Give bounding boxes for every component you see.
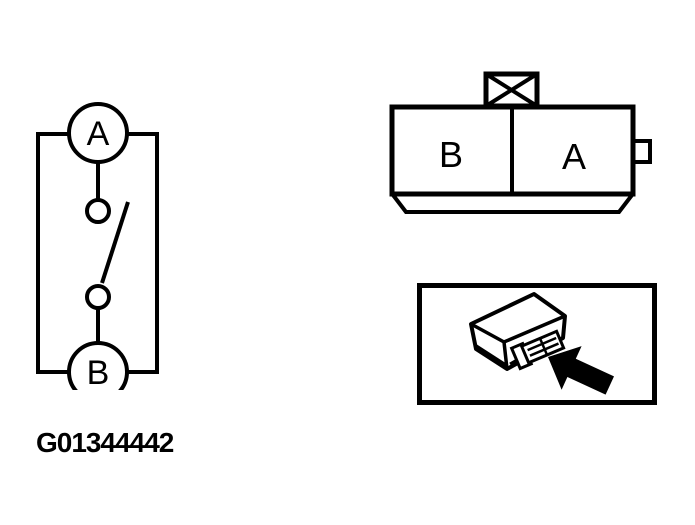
figure-id-label: G01344442 — [36, 427, 174, 458]
crossed-box-diagonal-2 — [484, 72, 539, 108]
terminal-b-label: B — [87, 354, 110, 390]
section-a-label: A — [562, 136, 586, 177]
bottom-flange-outline — [391, 193, 634, 214]
circuit-diagram: A B — [36, 102, 159, 390]
pointer-arrow-icon — [548, 346, 614, 395]
terminal-b-circle — [67, 341, 129, 390]
terminal-a-label: A — [87, 115, 110, 153]
relay-connector-icon — [509, 329, 566, 371]
relay-side-view-diagram: B A — [389, 71, 652, 214]
relay-3d-illustration — [469, 292, 614, 395]
connector-slot-divider — [538, 337, 549, 356]
switch-contact-lower-icon — [85, 284, 111, 310]
relay-box-edges — [470, 314, 566, 370]
switch-contact-upper-icon — [85, 198, 111, 224]
relay-rim-left-line — [474, 343, 507, 367]
terminal-a-circle — [67, 102, 129, 164]
switch-blade-icon — [100, 201, 130, 284]
section-b-label: B — [439, 134, 463, 175]
relay-photo-frame — [417, 283, 657, 405]
